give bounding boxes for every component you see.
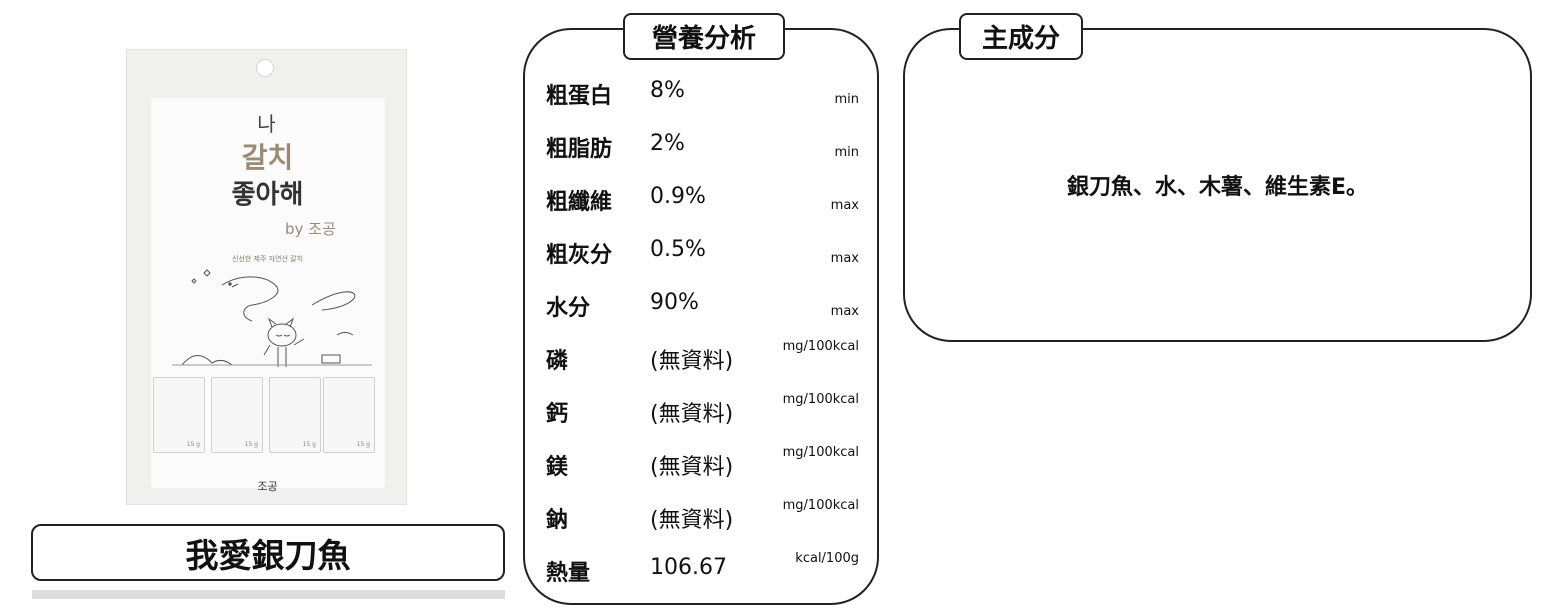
stick-pack: 15 g (211, 377, 263, 453)
nutrient-name: 鈣 (546, 402, 569, 427)
product-image: 나 갈치 좋아해 by 조공 신선한 제주 자연산 갈치 15 g 15 g 1… (126, 49, 407, 505)
ingredients-title: 主成分 (959, 13, 1083, 60)
divider-bar (32, 590, 505, 599)
product-name: 我愛銀刀魚 (31, 524, 505, 581)
nutrition-row: 熱量 106.67 kcal/100g (523, 551, 879, 608)
stick-pack: 15 g (153, 377, 205, 453)
nutrient-name: 粗蛋白 (546, 84, 613, 109)
nutrient-value: 2% (650, 131, 685, 156)
ingredients-panel (903, 28, 1532, 342)
nutrient-value: 106.67 (650, 555, 727, 580)
nutrient-value: (無資料) (650, 455, 734, 480)
nutrient-unit: max (830, 304, 859, 319)
nutrient-unit: mg/100kcal (782, 498, 859, 513)
nutrient-name: 熱量 (546, 561, 591, 586)
package-tagline: 신선한 제주 자연산 갈치 (231, 255, 304, 263)
stick-packs: 15 g 15 g 15 g 15 g (153, 377, 379, 455)
nutrient-name: 粗脂肪 (546, 137, 613, 162)
nutrient-name: 粗纖維 (546, 190, 613, 215)
nutrition-panel (523, 28, 879, 605)
hang-hole (256, 59, 274, 77)
nutrition-row: 粗蛋白 8% min (523, 78, 879, 131)
stick-pack: 15 g (269, 377, 321, 453)
nutrient-unit: mg/100kcal (782, 445, 859, 460)
nutrient-name: 粗灰分 (546, 243, 613, 268)
stick-pack: 15 g (323, 377, 375, 453)
package-brand-line2: 갈치 (241, 141, 294, 174)
nutrient-value: 8% (650, 78, 685, 103)
nutrition-row: 粗脂肪 2% min (523, 131, 879, 184)
ingredients-text: 銀刀魚、水、木薯、維生素E。 (1066, 175, 1369, 200)
nutrient-value: 0.9% (650, 184, 706, 209)
nutrient-unit: max (830, 251, 859, 266)
nutrition-row: 水分 90% max (523, 290, 879, 343)
nutrient-name: 水分 (546, 296, 591, 321)
nutrient-value: 90% (650, 290, 699, 315)
nutrient-unit: mg/100kcal (782, 339, 859, 354)
nutrient-value: 0.5% (650, 237, 706, 262)
nutrition-title: 營養分析 (623, 13, 785, 60)
package-by-brand: by 조공 (285, 220, 336, 238)
package-brand-line1: 나 (257, 112, 278, 136)
nutrition-row: 鈣 (無資料) mg/100kcal (523, 392, 879, 449)
cat-fish-illustration (172, 269, 372, 367)
nutrient-name: 鎂 (546, 455, 569, 480)
nutrition-row: 粗灰分 0.5% max (523, 237, 879, 290)
nutrient-value: (無資料) (650, 508, 734, 533)
package-brand-line3: 좋아해 (231, 180, 304, 210)
nutrient-name: 鈉 (546, 508, 569, 533)
nutrient-unit: min (834, 92, 859, 107)
nutrient-unit: min (834, 145, 859, 160)
nutrition-row: 磷 (無資料) mg/100kcal (523, 339, 879, 396)
package-bottom-logo: 조공 (257, 480, 278, 493)
nutrient-unit: mg/100kcal (782, 392, 859, 407)
nutrient-value: (無資料) (650, 402, 734, 427)
nutrient-unit: kcal/100g (795, 551, 859, 566)
nutrient-name: 磷 (546, 349, 569, 374)
nutrient-unit: max (830, 198, 859, 213)
nutrition-row: 鈉 (無資料) mg/100kcal (523, 498, 879, 555)
nutrient-value: (無資料) (650, 349, 734, 374)
nutrition-row: 鎂 (無資料) mg/100kcal (523, 445, 879, 502)
nutrition-row: 粗纖維 0.9% max (523, 184, 879, 237)
